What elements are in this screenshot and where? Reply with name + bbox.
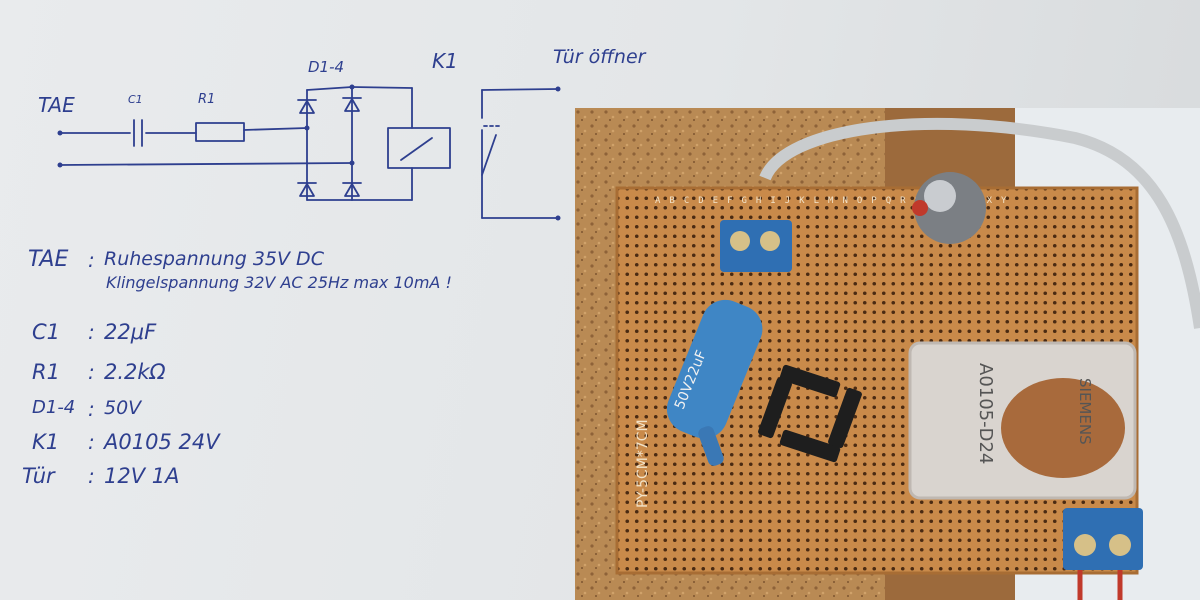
label-tuer-oeffner: Tür öffner: [553, 46, 647, 68]
schematic-output-label: Tür öffner: [553, 46, 647, 68]
label-tae: TAE: [38, 93, 75, 117]
label-d14: D1-4: [308, 58, 344, 76]
spec-k1-key: K1: [32, 430, 60, 454]
spec-r1-sep: :: [88, 360, 95, 384]
relay-model: A0105-D24: [975, 363, 996, 464]
wire-r1-bridge: [243, 127, 308, 131]
diode-d3: [299, 183, 315, 197]
relay-coil: [1001, 378, 1125, 478]
label-k1: K1: [432, 49, 458, 73]
wire-bottom-input: [59, 162, 353, 166]
spec-c1-sep: :: [88, 320, 95, 344]
spec-tae-value: Ruhespannung 35V DC: [104, 248, 324, 270]
board-size-label: PY-5CM*7CM: [635, 419, 651, 508]
spec-k1-value: A0105 24V: [104, 430, 220, 454]
spec-klingel-value: Klingelspannung 32V AC 25Hz max 10mA !: [106, 273, 452, 292]
spec-k1-sep: :: [88, 430, 95, 454]
spec-tuer-sep: :: [88, 464, 95, 488]
terminal-block-input: [720, 220, 792, 272]
label-c1: C1: [128, 93, 143, 106]
spec-r1-key: R1: [32, 360, 60, 384]
circuit-board-photo: ABCDEFGHIJKLMNOPQRSTUVWXY PY-5CM*7CM 50V…: [575, 108, 1200, 600]
resistor-r1: [195, 122, 245, 142]
label-r1: R1: [198, 92, 215, 107]
board-letters: ABCDEFGHIJKLMNOPQRSTUVWXY: [655, 196, 1015, 206]
spec-tae-sep: :: [88, 248, 95, 272]
spec-c1-value: 22μF: [104, 320, 157, 344]
schematic-diagram: TAE C1 R1 D1-4 K1: [38, 49, 561, 221]
spec-d14-key: D1-4: [32, 397, 76, 418]
diode-d4: [344, 183, 360, 197]
diode-d1: [299, 100, 315, 114]
spec-r1-value: 2.2kΩ: [104, 360, 166, 384]
resistor-on-board: [698, 426, 724, 466]
spec-tuer-key: Tür: [22, 464, 55, 488]
relay-coil-k1: [387, 127, 451, 169]
relay-switch: [481, 134, 497, 176]
spec-d14-sep: :: [88, 397, 95, 421]
board-photo-svg: ABCDEFGHIJKLMNOPQRSTUVWXY PY-5CM*7CM 50V…: [575, 108, 1200, 600]
diode-d2: [344, 98, 360, 112]
grey-cable: [759, 117, 1200, 329]
spec-d14-value: 50V: [104, 397, 142, 419]
terminal-block-output: [1063, 508, 1143, 570]
relay-brand: SIEMENS: [1076, 378, 1094, 445]
diode-bridge: [758, 364, 862, 463]
spec-tuer-value: 12V 1A: [104, 464, 180, 488]
spec-c1-key: C1: [32, 320, 61, 344]
spec-tae-key: TAE: [28, 247, 69, 272]
